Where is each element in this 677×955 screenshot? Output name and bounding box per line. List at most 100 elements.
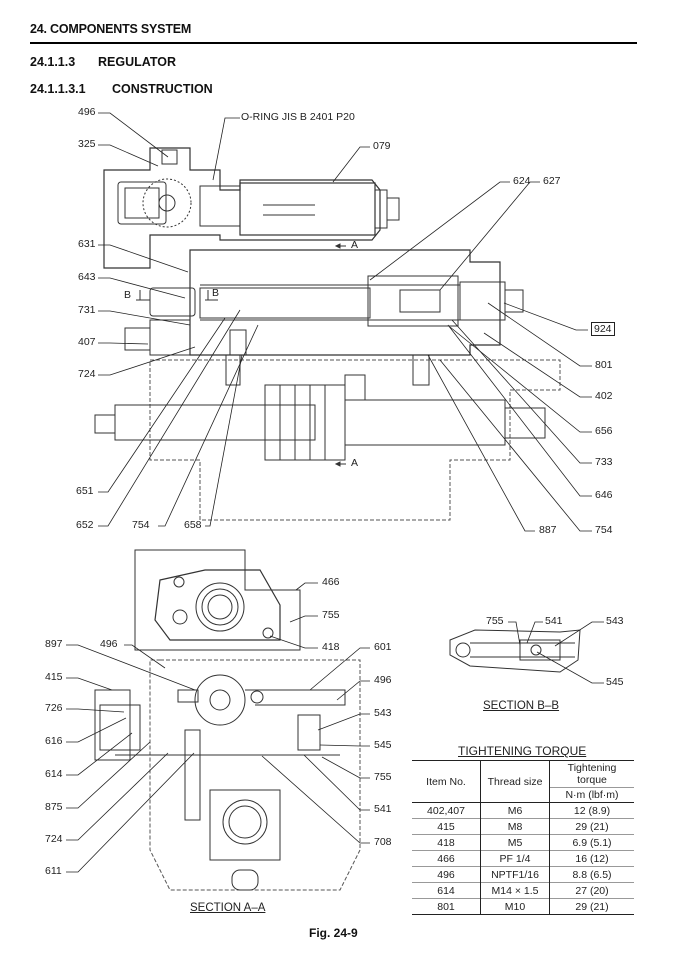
cell-torque: 27 (20) <box>549 882 634 899</box>
part-label: 407 <box>78 336 96 348</box>
part-label: 887 <box>539 524 557 536</box>
cell-torque: 8.8 (6.5) <box>549 866 634 883</box>
part-label: 754 <box>595 524 613 536</box>
section-heading: 24.1.1.3 REGULATOR <box>30 55 176 69</box>
section-aa-leader-lines <box>66 582 370 873</box>
torque-table: Item No. Thread size Tightening torque N… <box>412 760 634 915</box>
subsection-title: CONSTRUCTION <box>112 82 213 96</box>
torque-table-title: TIGHTENING TORQUE <box>458 744 587 758</box>
part-label: 624 <box>513 175 531 187</box>
part-label: 616 <box>45 735 63 747</box>
cell-thread: M6 <box>480 802 550 819</box>
oring-annotation: O-RING JIS B 2401 P20 <box>241 111 355 123</box>
part-label-boxed: 924 <box>591 322 615 336</box>
part-label: 646 <box>595 489 613 501</box>
part-label: 496 <box>78 106 96 118</box>
section-marker-b-right: B <box>212 287 220 299</box>
cell-item: 402,407 <box>412 802 481 819</box>
table-row: 415 M8 29 (21) <box>412 818 634 835</box>
part-label: 755 <box>374 771 392 783</box>
subsection-heading: 24.1.1.3.1 CONSTRUCTION <box>30 82 213 96</box>
cell-torque: 12 (8.9) <box>549 802 634 819</box>
cell-item: 466 <box>412 850 481 867</box>
part-label: 325 <box>78 138 96 150</box>
section-marker-a-bottom: A <box>351 457 359 469</box>
section-marker-a-top: A <box>351 239 359 251</box>
part-label: 496 <box>100 638 118 650</box>
section-aa-drawing <box>94 549 361 891</box>
cell-thread: M14 × 1.5 <box>480 882 550 899</box>
col-header-thread: Thread size <box>480 760 550 803</box>
cell-item: 496 <box>412 866 481 883</box>
part-label: 079 <box>373 140 391 152</box>
part-label: 875 <box>45 801 63 813</box>
section-aa-title: SECTION A–A <box>190 902 266 914</box>
part-label: 631 <box>78 238 96 250</box>
part-label: 611 <box>45 865 62 877</box>
figure-caption: Fig. 24-9 <box>309 926 358 940</box>
part-label: 656 <box>595 425 613 437</box>
cell-thread: PF 1/4 <box>480 850 550 867</box>
col-header-torque: Tightening torque <box>549 760 634 788</box>
table-row: 614 M14 × 1.5 27 (20) <box>412 882 634 899</box>
part-label: 543 <box>606 615 624 627</box>
part-label: 627 <box>543 175 561 187</box>
chapter-heading: 24. COMPONENTS SYSTEM <box>30 22 192 36</box>
part-label: 755 <box>322 609 340 621</box>
cell-thread: M5 <box>480 834 550 851</box>
section-marker-b-left: B <box>124 289 132 301</box>
part-label: 651 <box>76 485 94 497</box>
part-label: 543 <box>374 707 392 719</box>
cell-thread: NPTF1/16 <box>480 866 550 883</box>
part-label: 801 <box>595 359 613 371</box>
part-label: 496 <box>374 674 392 686</box>
part-label: 731 <box>78 304 96 316</box>
cell-torque: 29 (21) <box>549 898 634 915</box>
section-bb-drawing <box>449 629 581 673</box>
section-title: REGULATOR <box>98 55 177 69</box>
table-row: 466 PF 1/4 16 (12) <box>412 850 634 867</box>
part-label: 658 <box>184 519 202 531</box>
part-label: 541 <box>545 615 563 627</box>
cell-item: 614 <box>412 882 481 899</box>
subsection-number: 24.1.1.3.1 <box>30 82 86 96</box>
heading-rule <box>30 42 637 44</box>
cell-item: 418 <box>412 834 481 851</box>
main-cross-section <box>94 147 561 521</box>
cell-torque: 6.9 (5.1) <box>549 834 634 851</box>
cell-item: 801 <box>412 898 481 915</box>
cell-item: 415 <box>412 818 481 835</box>
part-label: 418 <box>322 641 340 653</box>
cell-torque: 29 (21) <box>549 818 634 835</box>
part-label: 601 <box>374 641 392 653</box>
table-row: 418 M5 6.9 (5.1) <box>412 834 634 851</box>
part-label: 545 <box>374 739 392 751</box>
cell-thread: M8 <box>480 818 550 835</box>
table-row: 801 M10 29 (21) <box>412 898 634 915</box>
part-label: 724 <box>45 833 63 845</box>
section-number: 24.1.1.3 <box>30 55 76 69</box>
section-bb-title: SECTION B–B <box>483 700 560 712</box>
part-label: 402 <box>595 390 613 402</box>
part-label: 726 <box>45 702 63 714</box>
part-label: 652 <box>76 519 94 531</box>
table-row: 402,407 M6 12 (8.9) <box>412 802 634 819</box>
cell-thread: M10 <box>480 898 550 915</box>
part-label: 643 <box>78 271 96 283</box>
part-label: 614 <box>45 768 63 780</box>
cell-torque: 16 (12) <box>549 850 634 867</box>
part-label: 755 <box>486 615 504 627</box>
part-label: 541 <box>374 803 392 815</box>
table-row: 496 NPTF1/16 8.8 (6.5) <box>412 866 634 883</box>
part-label: 724 <box>78 368 96 380</box>
part-label: 466 <box>322 576 340 588</box>
part-label: 415 <box>45 671 63 683</box>
part-label: 708 <box>374 836 392 848</box>
col-header-item: Item No. <box>412 760 481 803</box>
part-label: 545 <box>606 676 624 688</box>
main-leader-lines <box>98 112 592 532</box>
part-label: 897 <box>45 638 63 650</box>
part-label: 754 <box>132 519 150 531</box>
section-bb-leader-lines <box>508 621 604 684</box>
